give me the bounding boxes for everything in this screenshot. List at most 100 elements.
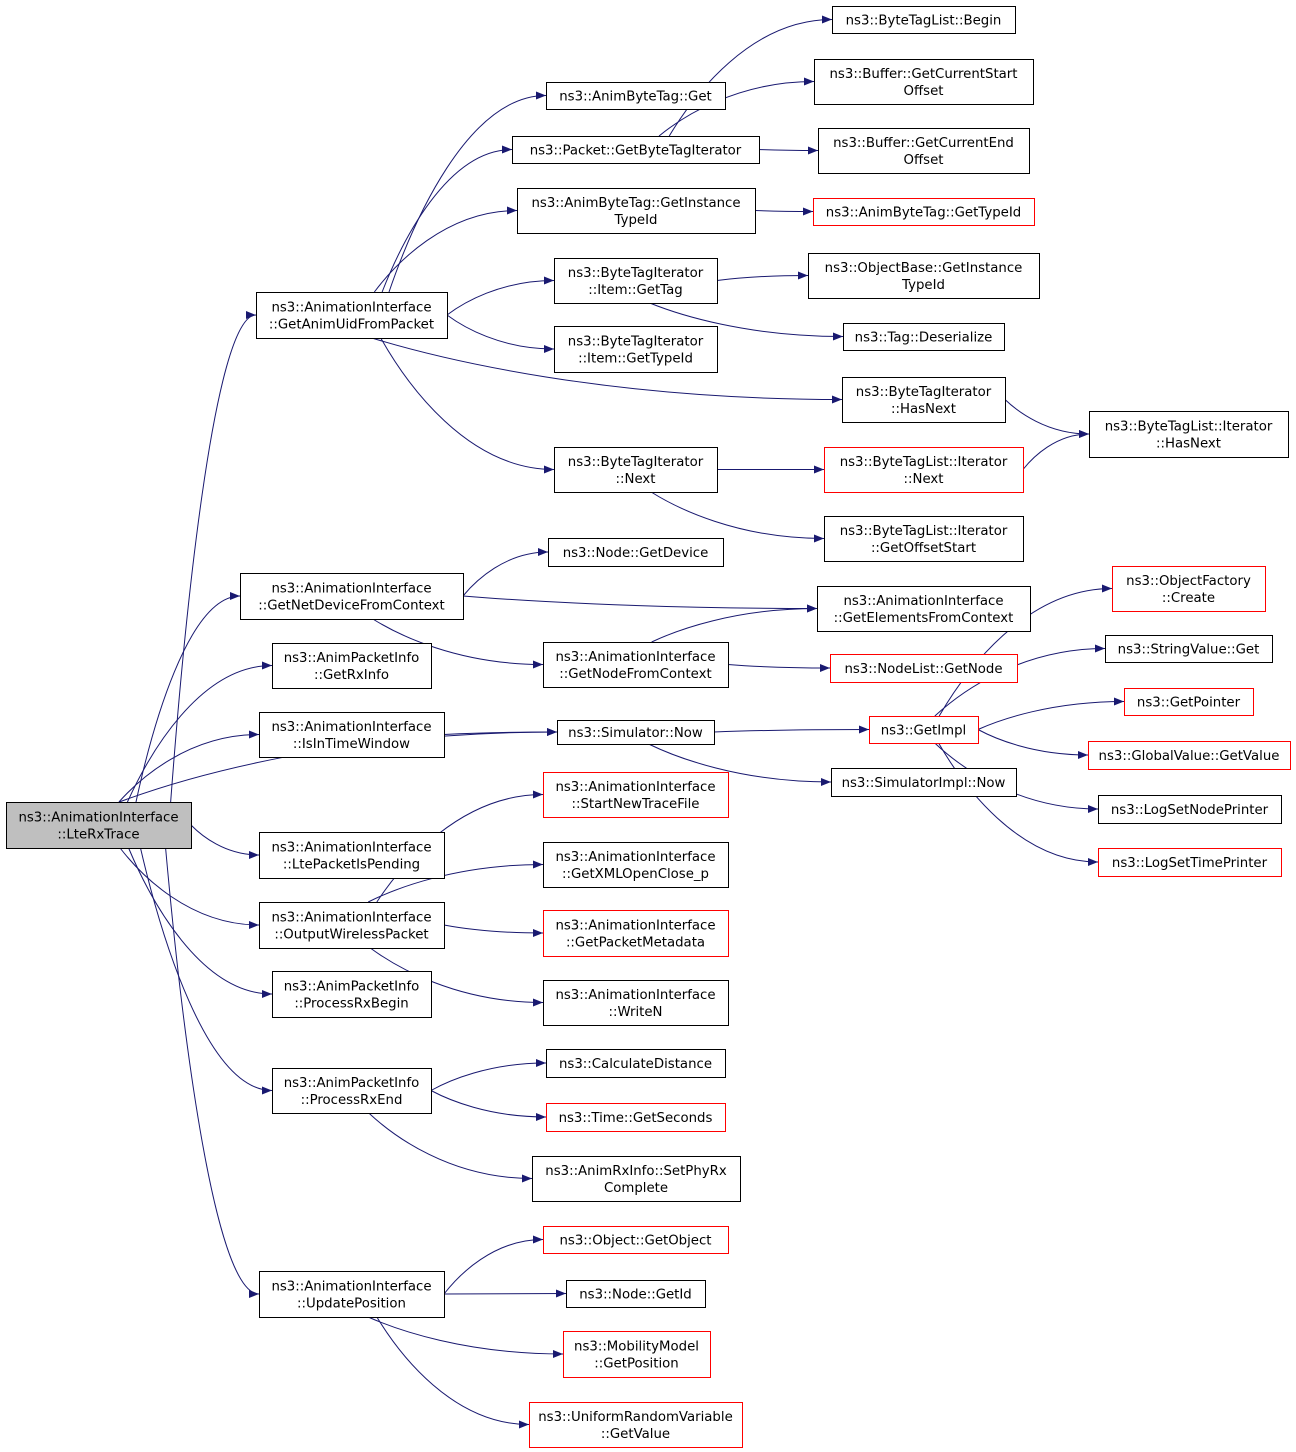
- function-node[interactable]: ns3::AnimationInterface::GetNodeFromCont…: [543, 642, 729, 688]
- function-node[interactable]: ns3::SimulatorImpl::Now: [831, 768, 1017, 797]
- node-box: [512, 136, 760, 164]
- node-label: ns3::ByteTagList::Iterator: [840, 524, 1008, 539]
- function-node[interactable]: ns3::MobilityModel::GetPosition: [563, 1331, 711, 1378]
- node-box: [554, 258, 718, 304]
- node-label: ::LteRxTrace: [57, 828, 139, 843]
- node-label: ns3::Packet::GetByteTagIterator: [530, 144, 742, 159]
- function-node[interactable]: ns3::AnimationInterface::GetPacketMetada…: [543, 910, 729, 957]
- function-node[interactable]: ns3::Object::GetObject: [543, 1226, 729, 1254]
- function-node[interactable]: ns3::LogSetTimePrinter: [1098, 848, 1282, 877]
- call-edge: [650, 491, 825, 543]
- node-label: ns3::AnimationInterface: [555, 919, 715, 934]
- function-node[interactable]: ns3::AnimationInterface::GetElementsFrom…: [817, 586, 1031, 632]
- function-node[interactable]: ns3::Node::GetDevice: [548, 538, 724, 567]
- node-box: [543, 910, 729, 957]
- call-edge: [727, 663, 831, 672]
- function-node[interactable]: ns3::AnimationInterface::GetNetDeviceFro…: [240, 573, 464, 620]
- node-label: ns3::ByteTagIterator: [856, 385, 992, 400]
- function-node[interactable]: ns3::AnimationInterface::LteRxTrace: [6, 802, 192, 849]
- node-label: TypeId: [901, 278, 945, 293]
- function-node[interactable]: ns3::AnimByteTag::Get: [546, 82, 726, 110]
- function-node[interactable]: ns3::AnimationInterface::GetXMLOpenClose…: [543, 842, 729, 888]
- call-edge: [446, 276, 555, 316]
- call-edge: [371, 337, 843, 404]
- function-node[interactable]: ns3::ByteTagList::Iterator::Next: [824, 447, 1024, 493]
- function-node[interactable]: ns3::ByteTagList::Begin: [832, 6, 1016, 34]
- function-node[interactable]: ns3::GetPointer: [1124, 688, 1254, 716]
- function-node[interactable]: ns3::LogSetNodePrinter: [1098, 795, 1282, 824]
- node-label: ns3::AnimByteTag::GetInstance: [531, 196, 740, 211]
- node-label: ns3::AnimationInterface: [18, 811, 178, 826]
- function-node[interactable]: ns3::Simulator::Now: [557, 720, 715, 745]
- function-node[interactable]: ns3::ByteTagIterator::HasNext: [842, 377, 1006, 423]
- node-label: ::Item::GetTypeId: [578, 352, 693, 367]
- node-label: ::IsInTimeWindow: [293, 737, 410, 752]
- node-label: ns3::AnimationInterface: [271, 841, 431, 856]
- node-box: [543, 772, 729, 818]
- function-node[interactable]: ns3::AnimationInterface::WriteN: [543, 980, 729, 1026]
- function-node[interactable]: ns3::AnimationInterface::GetAnimUidFromP…: [256, 292, 448, 339]
- node-label: ns3::Tag::Deserialize: [855, 331, 993, 346]
- call-edge: [977, 729, 1089, 759]
- node-label: ns3::ByteTagList::Begin: [846, 14, 1002, 29]
- call-edge: [977, 697, 1125, 730]
- node-label: ns3::MobilityModel: [574, 1340, 699, 1355]
- node-box: [1105, 635, 1273, 663]
- call-edge: [651, 604, 818, 643]
- node-box: [543, 1226, 729, 1254]
- function-node[interactable]: ns3::Packet::GetByteTagIterator: [512, 136, 760, 164]
- node-label: ns3::Node::GetDevice: [563, 546, 709, 561]
- function-node[interactable]: ns3::ByteTagList::Iterator::HasNext: [1089, 411, 1289, 458]
- function-node[interactable]: ns3::AnimationInterface::LtePacketIsPend…: [259, 832, 445, 879]
- function-node[interactable]: ns3::ByteTagIterator::Item::GetTypeId: [554, 326, 718, 373]
- node-label: ns3::AnimationInterface: [271, 1280, 431, 1295]
- function-node[interactable]: ns3::AnimPacketInfo::ProcessRxEnd: [272, 1068, 432, 1114]
- function-node[interactable]: ns3::AnimationInterface::IsInTimeWindow: [259, 712, 445, 758]
- function-node[interactable]: ns3::Node::GetId: [566, 1280, 706, 1308]
- node-box: [824, 516, 1024, 562]
- function-node[interactable]: ns3::UniformRandomVariable::GetValue: [529, 1402, 743, 1448]
- function-node[interactable]: ns3::ObjectFactory::Create: [1112, 566, 1266, 612]
- function-node[interactable]: ns3::ByteTagIterator::Next: [554, 447, 718, 493]
- call-edge: [372, 618, 544, 669]
- node-label: ns3::GlobalValue::GetValue: [1099, 749, 1280, 764]
- function-node[interactable]: ns3::Tag::Deserialize: [843, 323, 1005, 351]
- node-label: ns3::Object::GetObject: [559, 1234, 711, 1249]
- function-node[interactable]: ns3::GetImpl: [869, 716, 979, 744]
- node-box: [843, 323, 1005, 351]
- function-node[interactable]: ns3::StringValue::Get: [1105, 635, 1273, 663]
- function-node[interactable]: ns3::AnimByteTag::GetTypeId: [813, 198, 1035, 226]
- call-edge: [119, 847, 260, 929]
- function-node[interactable]: ns3::GlobalValue::GetValue: [1088, 741, 1291, 770]
- node-box: [548, 538, 724, 567]
- node-box: [557, 720, 715, 745]
- function-node[interactable]: ns3::AnimationInterface::StartNewTraceFi…: [543, 772, 729, 818]
- node-box: [543, 980, 729, 1026]
- node-box: [272, 1068, 432, 1114]
- function-node[interactable]: ns3::AnimationInterface::UpdatePosition: [259, 1271, 445, 1318]
- node-label: ::HasNext: [1156, 437, 1221, 452]
- node-label: ::GetAnimUidFromPacket: [269, 318, 434, 333]
- node-label: ::ProcessRxBegin: [294, 997, 408, 1012]
- function-node[interactable]: ns3::ByteTagList::Iterator::GetOffsetSta…: [824, 516, 1024, 562]
- node-label: ::StartNewTraceFile: [572, 797, 700, 812]
- function-node[interactable]: ns3::CalculateDistance: [546, 1049, 726, 1078]
- function-node[interactable]: ns3::ByteTagIterator::Item::GetTag: [554, 258, 718, 304]
- function-node[interactable]: ns3::AnimPacketInfo::ProcessRxBegin: [272, 971, 432, 1018]
- call-edge: [190, 824, 260, 859]
- node-label: ns3::StringValue::Get: [1118, 643, 1260, 658]
- function-node[interactable]: ns3::AnimPacketInfo::GetRxInfo: [272, 643, 432, 689]
- node-box: [808, 253, 1040, 299]
- node-label: ns3::Buffer::GetCurrentStart: [830, 67, 1018, 82]
- node-box: [259, 1271, 445, 1318]
- node-label: ::Next: [616, 472, 656, 487]
- node-label: Offset: [904, 153, 944, 168]
- function-node[interactable]: ns3::NodeList::GetNode: [830, 654, 1018, 683]
- function-node[interactable]: ns3::AnimationInterface::OutputWirelessP…: [259, 902, 445, 949]
- function-node[interactable]: ns3::Time::GetSeconds: [546, 1103, 726, 1132]
